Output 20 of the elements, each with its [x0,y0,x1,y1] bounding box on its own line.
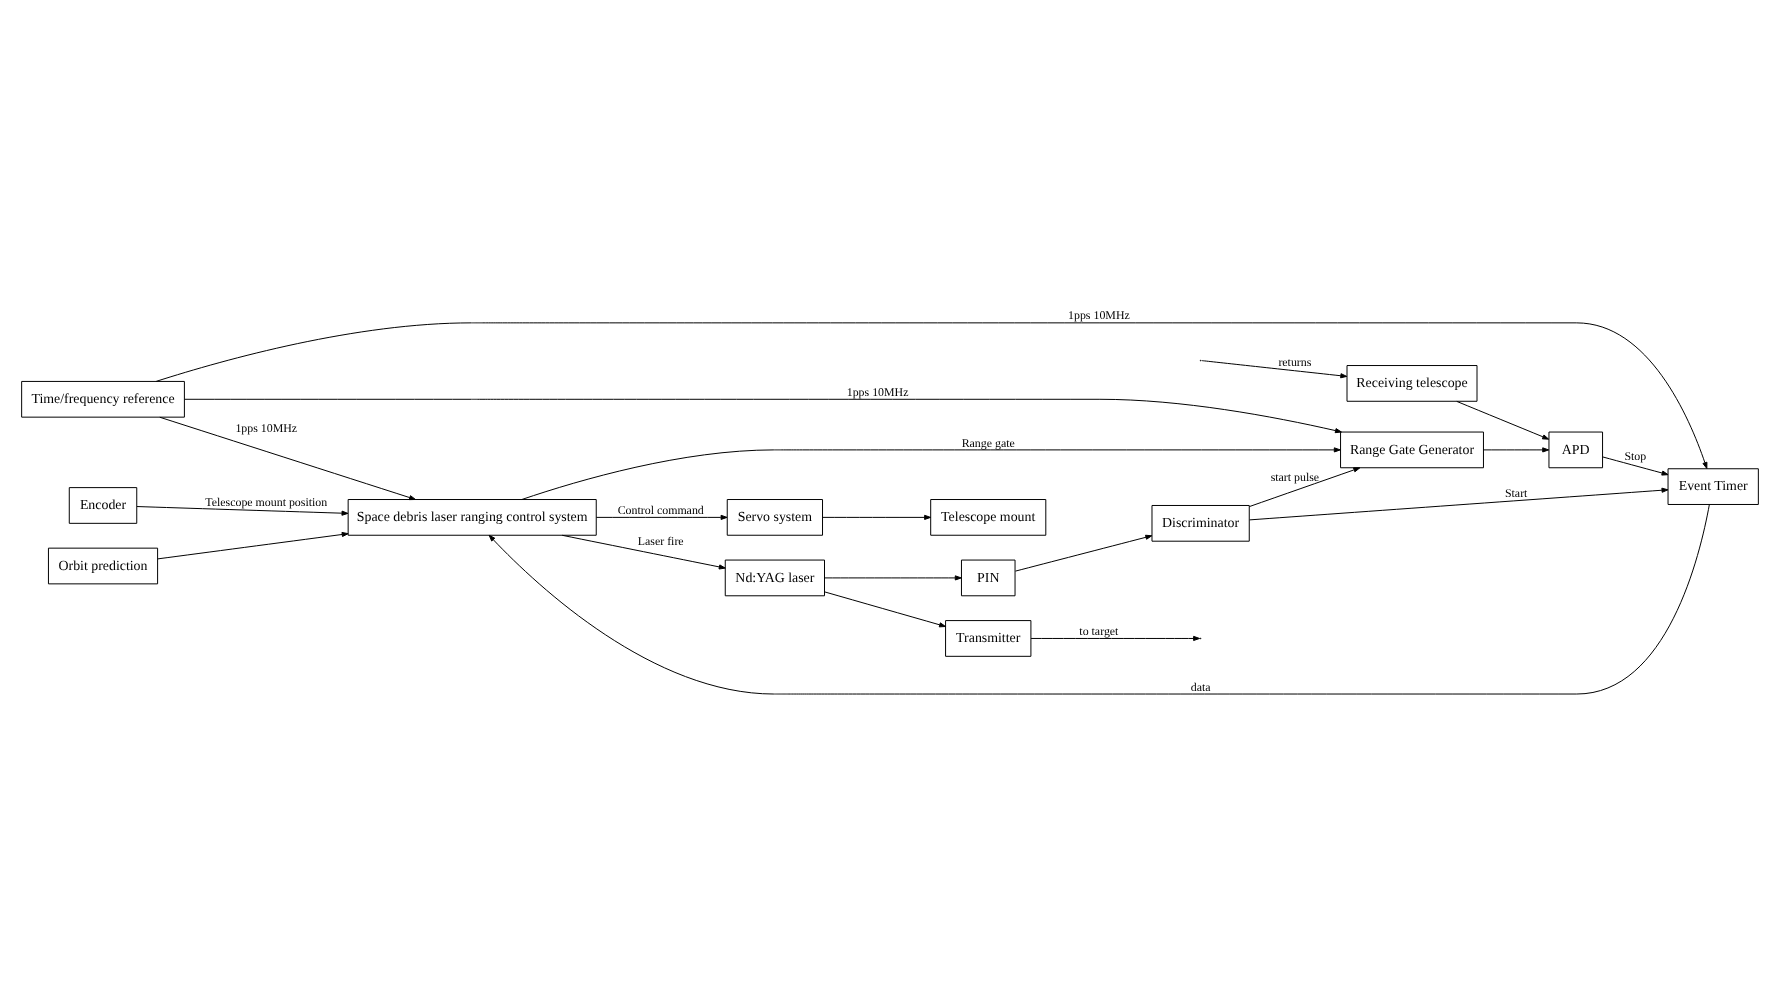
arrow [1456,399,1550,439]
arrow [1248,466,1361,507]
arrow [1201,359,1348,378]
arrow [521,446,1341,499]
arrow [595,513,728,519]
arrow [159,415,416,500]
arrow [1483,446,1550,452]
arrow [822,513,932,519]
arrow [1030,634,1201,641]
arrow [136,505,349,515]
arrow [488,503,1710,694]
arrow [824,590,946,627]
arrow [824,574,962,580]
arrow [1014,533,1153,571]
arrow [155,321,1708,468]
arrow [157,530,349,559]
arrow [561,533,726,569]
arrow [1602,455,1669,475]
arrow [184,397,1342,433]
arrow [1249,486,1669,520]
